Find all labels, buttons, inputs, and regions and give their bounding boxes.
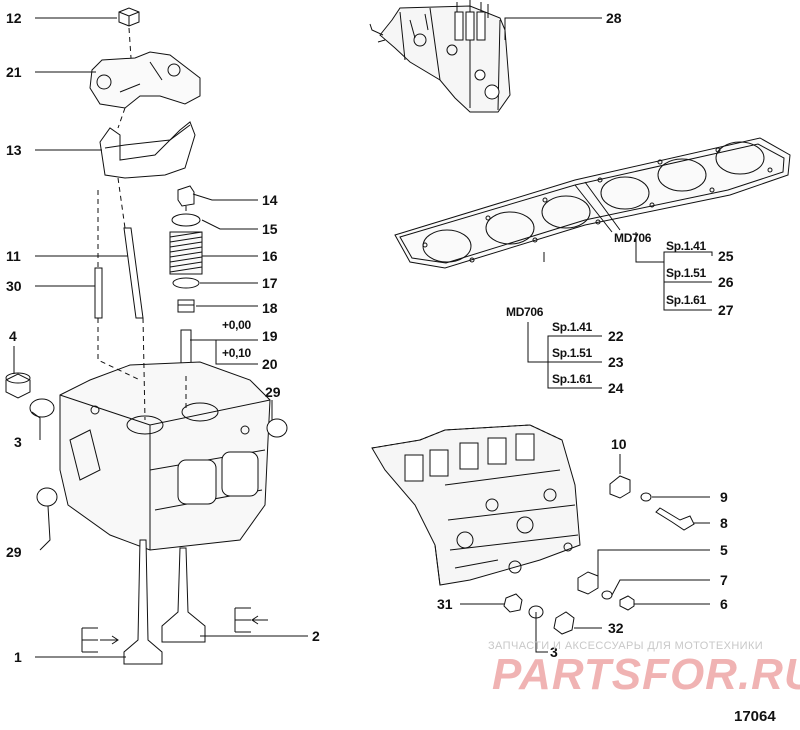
callout-22: 22	[608, 328, 624, 344]
callout-14: 14	[262, 192, 278, 208]
plug-6-part	[619, 595, 635, 611]
callout-23: 23	[608, 354, 624, 370]
callout-18: 18	[262, 300, 278, 316]
spec-code-label: Sp.1.61	[666, 293, 706, 307]
sensor-31-part	[503, 593, 523, 613]
intake-valve-part	[123, 539, 163, 665]
spec-code-label: Sp.1.51	[552, 346, 592, 360]
callout-2: 2	[312, 628, 320, 644]
pushrod-short-part	[94, 267, 103, 319]
spec-code-label: Sp.1.41	[552, 320, 592, 334]
callout-32: 32	[608, 620, 624, 636]
head-gasket-part	[394, 137, 791, 269]
expansion-plug-part	[36, 487, 58, 507]
callout-3-right: 3	[550, 644, 558, 660]
callout-13: 13	[6, 142, 22, 158]
spring-seat-part	[172, 277, 200, 289]
callout-28: 28	[606, 10, 622, 26]
valve-spring-part	[169, 231, 203, 275]
spec-code-label: Sp.1.51	[666, 266, 706, 280]
callout-10: 10	[611, 436, 627, 452]
callout-26: 26	[718, 274, 734, 290]
callout-12: 12	[6, 10, 22, 26]
callout-29-upper: 29	[265, 384, 281, 400]
sealing-ring-part	[29, 398, 55, 418]
engine-block-part	[371, 424, 581, 586]
washer-9-part	[640, 492, 652, 502]
callout-30: 30	[6, 278, 22, 294]
spec-code-label: Sp.1.61	[552, 372, 592, 386]
sensor-8-part	[655, 507, 695, 531]
sensor-32-part	[553, 611, 575, 635]
exhaust-valve-part	[161, 547, 206, 643]
callout-6: 6	[720, 596, 728, 612]
oversize-label-010: +0,10	[222, 346, 251, 360]
callout-16: 16	[262, 248, 278, 264]
sensor-10-part	[609, 475, 631, 499]
cylinder-head-part	[59, 361, 271, 551]
callout-24: 24	[608, 380, 624, 396]
callout-9: 9	[720, 489, 728, 505]
cylinder-head-assembly-part	[369, 0, 511, 113]
watermark-logo: PARTSFOR.RU	[492, 650, 800, 699]
callout-3-left: 3	[14, 434, 22, 450]
callout-8: 8	[720, 515, 728, 531]
watermark-tagline: ЗАПЧАСТИ И АКСЕССУАРЫ ДЛЯ МОТОТЕХНИКИ	[488, 640, 764, 652]
callout-4: 4	[9, 328, 17, 344]
alignment-lines	[97, 27, 187, 421]
rocker-arm-part	[89, 51, 201, 109]
plug-part	[5, 372, 31, 399]
figure-number: 17064	[734, 708, 776, 725]
spec-code-label: Sp.1.41	[666, 239, 706, 253]
callout-25: 25	[718, 248, 734, 264]
pushrod-long-part	[123, 227, 144, 319]
callout-27: 27	[718, 302, 734, 318]
nut-part	[118, 7, 140, 27]
callout-11: 11	[6, 248, 21, 264]
sensor-5-part	[577, 571, 599, 595]
callout-31: 31	[437, 596, 453, 612]
exhaust-direction-marker	[234, 607, 268, 633]
callout-29-lower: 29	[6, 544, 22, 560]
valve-seal-part	[177, 185, 195, 207]
oversize-label-000: +0,00	[222, 318, 251, 332]
callout-15: 15	[262, 221, 278, 237]
spring-retainer-part	[171, 213, 201, 227]
callout-21: 21	[6, 64, 22, 80]
callout-5: 5	[720, 542, 728, 558]
callout-17: 17	[262, 275, 278, 291]
stem-seal-part	[177, 299, 195, 313]
leader-lines	[13, 17, 713, 658]
callout-1: 1	[14, 649, 22, 665]
engine-model-label: MD706	[614, 231, 652, 245]
expansion-plug-part	[266, 418, 288, 438]
intake-direction-marker	[81, 627, 119, 653]
engine-model-label: MD706	[506, 305, 544, 319]
rocker-bracket-part	[99, 121, 196, 179]
callout-20: 20	[262, 356, 278, 372]
washer-7-part	[601, 590, 613, 600]
callout-19: 19	[262, 328, 278, 344]
callout-7: 7	[720, 572, 728, 588]
